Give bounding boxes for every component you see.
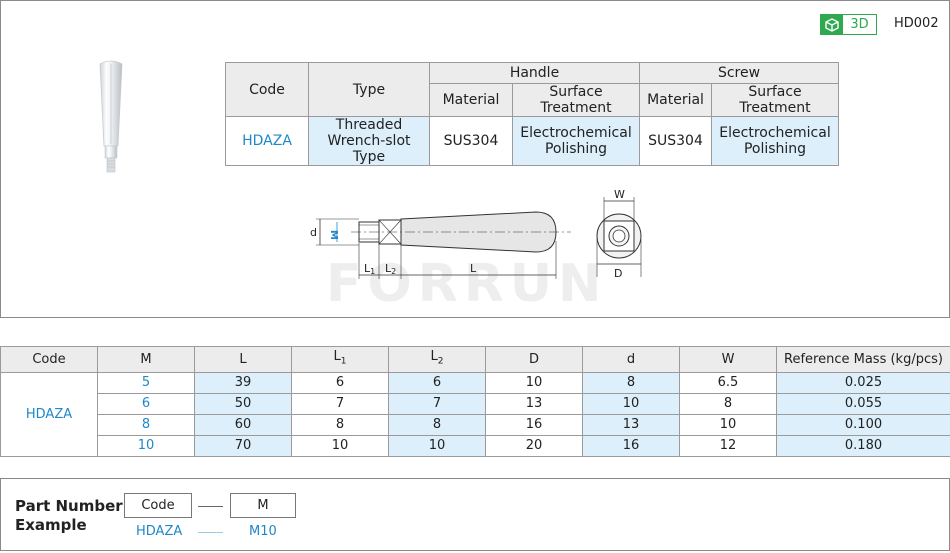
dim-header-L1: L1	[291, 346, 389, 373]
spec-handle-surface-line1: Electrochemical	[520, 125, 632, 141]
dim-cell-mass: 0.100	[776, 413, 950, 436]
part-number-example-m: M10	[249, 524, 277, 539]
dim-cell-L1: 7	[291, 392, 389, 415]
dim-cell-M[interactable]: 6	[97, 392, 195, 415]
dim-cell-L2: 6	[388, 371, 486, 394]
dim-code-link[interactable]: HDAZA	[0, 371, 98, 457]
dim-cell-W: 8	[679, 392, 777, 415]
3d-view-button[interactable]: 3D	[820, 14, 877, 35]
dim-cell-d: 16	[582, 434, 680, 457]
part-number-m-box: M	[230, 493, 296, 518]
dim-cell-mass: 0.025	[776, 371, 950, 394]
cube-icon	[821, 15, 843, 34]
table-row: 6 50 7 7 13 10 8 0.055	[1, 392, 950, 415]
dim-cell-L2: 7	[388, 392, 486, 415]
spec-type-cell: Threaded Wrench-slot Type	[308, 116, 430, 166]
label-L2: L2	[385, 262, 396, 276]
product-code: HD002	[894, 16, 939, 31]
spec-header-handle: Handle	[429, 62, 640, 84]
spec-code-link[interactable]: HDAZA	[225, 116, 309, 166]
spec-screw-material: SUS304	[639, 116, 712, 166]
dim-header-M: M	[97, 346, 195, 373]
table-row: 10 70 10 10 20 16 12 0.180	[1, 434, 950, 457]
dim-cell-L2: 10	[388, 434, 486, 457]
dim-header-code: Code	[0, 346, 98, 373]
dim-cell-L2: 8	[388, 413, 486, 436]
3d-label: 3D	[850, 17, 869, 32]
spec-screw-surface-line2: Polishing	[743, 141, 807, 157]
spec-header-screw-material: Material	[639, 83, 712, 117]
watermark-logo: FORRUN	[326, 254, 608, 306]
dim-cell-L: 60	[194, 413, 292, 436]
label-L: L	[470, 262, 477, 275]
spec-header-code: Code	[225, 62, 309, 117]
dim-cell-L1: 6	[291, 371, 389, 394]
dim-header-mass: Reference Mass (kg/pcs)	[776, 346, 950, 373]
part-number-example-code: HDAZA	[136, 524, 183, 539]
spec-handle-surface: Electrochemical Polishing	[512, 116, 640, 166]
dim-cell-W: 10	[679, 413, 777, 436]
spec-header-screw: Screw	[639, 62, 839, 84]
spec-header-type: Type	[308, 62, 430, 117]
dim-cell-L1: 8	[291, 413, 389, 436]
dim-cell-L: 70	[194, 434, 292, 457]
dim-cell-D: 20	[485, 434, 583, 457]
spec-header-screw-surface: Surface Treatment	[711, 83, 839, 117]
dim-cell-d: 8	[582, 371, 680, 394]
dim-cell-M[interactable]: 8	[97, 413, 195, 436]
table-row: HDAZA 5 39 6 6 10 8 6.5 0.025	[0, 371, 950, 457]
label-D: D	[614, 267, 622, 280]
spec-type-line2: Wrench-slot Type	[327, 133, 411, 165]
technical-drawing: FORRUN d M L1 L2 L	[310, 188, 642, 306]
part-number-title: Part Number Example	[15, 497, 123, 534]
dim-cell-d: 13	[582, 413, 680, 436]
spec-type-line1: Threaded	[335, 117, 403, 133]
dim-cell-L: 39	[194, 371, 292, 394]
dimension-table: Code M L L1 L2 D d W Reference Mass (kg/…	[0, 346, 950, 457]
dim-cell-M[interactable]: 10	[97, 434, 195, 457]
dim-header-D: D	[485, 346, 583, 373]
spec-handle-material: SUS304	[429, 116, 513, 166]
dim-header-d: d	[582, 346, 680, 373]
dim-cell-W: 12	[679, 434, 777, 457]
dim-cell-L1: 10	[291, 434, 389, 457]
dim-cell-mass: 0.055	[776, 392, 950, 415]
label-M: M	[328, 230, 339, 240]
label-L1: L1	[364, 262, 375, 276]
dim-cell-mass: 0.180	[776, 434, 950, 457]
table-row: 8 60 8 8 16 13 10 0.100	[1, 413, 950, 436]
spec-screw-surface-line1: Electrochemical	[719, 125, 831, 141]
spec-table: Code Type Handle Screw Material Surface …	[225, 62, 839, 166]
part-number-example-separator	[198, 532, 223, 533]
spec-handle-surface-line2: Polishing	[544, 141, 608, 157]
dim-header-L: L	[194, 346, 292, 373]
dim-header-L2: L2	[388, 346, 486, 373]
dim-header-W: W	[679, 346, 777, 373]
part-number-code-box: Code	[124, 493, 192, 518]
dim-cell-D: 10	[485, 371, 583, 394]
dim-cell-L: 50	[194, 392, 292, 415]
product-image	[99, 60, 123, 173]
dim-cell-d: 10	[582, 392, 680, 415]
dim-cell-M[interactable]: 5	[97, 371, 195, 394]
dim-cell-W: 6.5	[679, 371, 777, 394]
label-d: d	[310, 226, 317, 239]
spec-header-handle-material: Material	[429, 83, 513, 117]
dim-cell-D: 16	[485, 413, 583, 436]
label-W: W	[614, 188, 625, 201]
part-number-panel: Part Number Example Code M HDAZA M10	[0, 478, 950, 551]
part-number-separator	[198, 506, 223, 507]
spec-screw-surface: Electrochemical Polishing	[711, 116, 839, 166]
spec-header-handle-surface: Surface Treatment	[512, 83, 640, 117]
dim-cell-D: 13	[485, 392, 583, 415]
product-panel: 3D HD002 Code Type Handle Screw Materi	[0, 0, 950, 318]
